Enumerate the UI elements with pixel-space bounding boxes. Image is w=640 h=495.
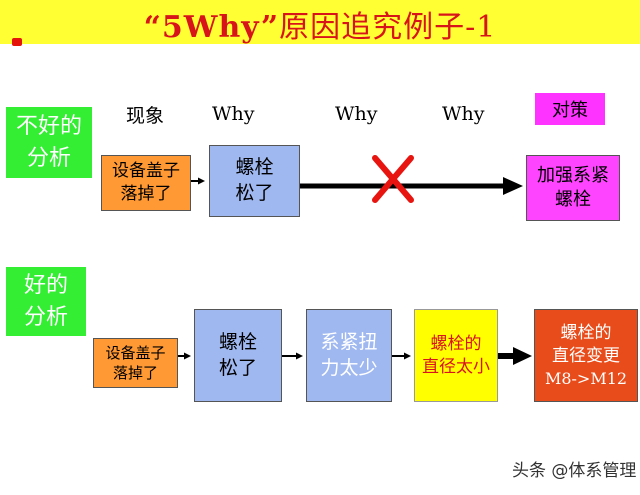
bad-why1-box: 螺栓 松了 xyxy=(209,145,300,217)
bad-analysis-label-line2: 分析 xyxy=(26,145,71,171)
title-rest: 原因追究例子-1 xyxy=(279,10,497,45)
header-why-1: Why xyxy=(212,103,255,125)
header-why-3: Why xyxy=(442,103,485,125)
good-why3-line1: 螺栓的 xyxy=(430,333,482,354)
header-phenomenon: 现象 xyxy=(126,105,165,127)
good-phenomenon-line2: 落掉了 xyxy=(112,364,158,382)
good-why2-line2: 力太少 xyxy=(320,356,378,379)
good-countermeasure-box: 螺栓的 直径变更 M8->M12 xyxy=(534,309,638,402)
good-why1-box: 螺栓 松了 xyxy=(194,309,282,402)
title-accent-mark xyxy=(12,38,22,46)
good-why2-line1: 系紧扭 xyxy=(320,330,378,353)
good-analysis-label: 好的 分析 xyxy=(6,267,86,336)
bad-arrow-long xyxy=(300,177,523,195)
bad-phenomenon-box: 设备盖子 落掉了 xyxy=(101,155,191,211)
bad-countermeasure-line2: 螺栓 xyxy=(555,189,591,210)
good-analysis-label-line2: 分析 xyxy=(23,304,68,330)
bad-analysis-label-line1: 不好的 xyxy=(15,113,82,139)
good-why1-line1: 螺栓 xyxy=(218,330,257,353)
bad-countermeasure-line1: 加强系紧 xyxy=(537,164,609,186)
title-quoted: “5Why” xyxy=(143,10,280,45)
title-bar xyxy=(0,0,640,44)
bad-analysis-label: 不好的 分析 xyxy=(6,107,92,178)
good-countermeasure-line3: M8->M12 xyxy=(544,368,628,388)
good-countermeasure-line2: 直径变更 xyxy=(552,345,620,366)
bad-why1-line2: 松了 xyxy=(235,182,274,204)
bad-why1-line1: 螺栓 xyxy=(235,156,274,179)
good-why3-box: 螺栓的 直径太小 xyxy=(414,309,498,402)
bad-countermeasure-box: 加强系紧 螺栓 xyxy=(526,155,620,221)
bad-phenomenon-line2: 落掉了 xyxy=(120,184,172,204)
cross-mark-icon xyxy=(372,155,414,203)
good-analysis-label-line1: 好的 xyxy=(23,272,68,298)
good-phenomenon-box: 设备盖子 落掉了 xyxy=(93,338,178,388)
good-why2-box: 系紧扭 力太少 xyxy=(306,309,392,402)
good-arrow-4 xyxy=(498,347,532,365)
bad-phenomenon-line1: 设备盖子 xyxy=(112,161,180,182)
good-why1-line2: 松了 xyxy=(218,356,257,379)
page-title: “5Why”原因追究例子-1 xyxy=(0,2,640,46)
header-countermeasure: 对策 xyxy=(535,93,605,125)
watermark: 头条 @体系管理 xyxy=(512,461,637,481)
good-why3-line2: 直径太小 xyxy=(422,356,490,377)
header-why-2: Why xyxy=(335,103,378,125)
good-phenomenon-line1: 设备盖子 xyxy=(105,343,166,362)
good-countermeasure-line1: 螺栓的 xyxy=(560,322,612,343)
